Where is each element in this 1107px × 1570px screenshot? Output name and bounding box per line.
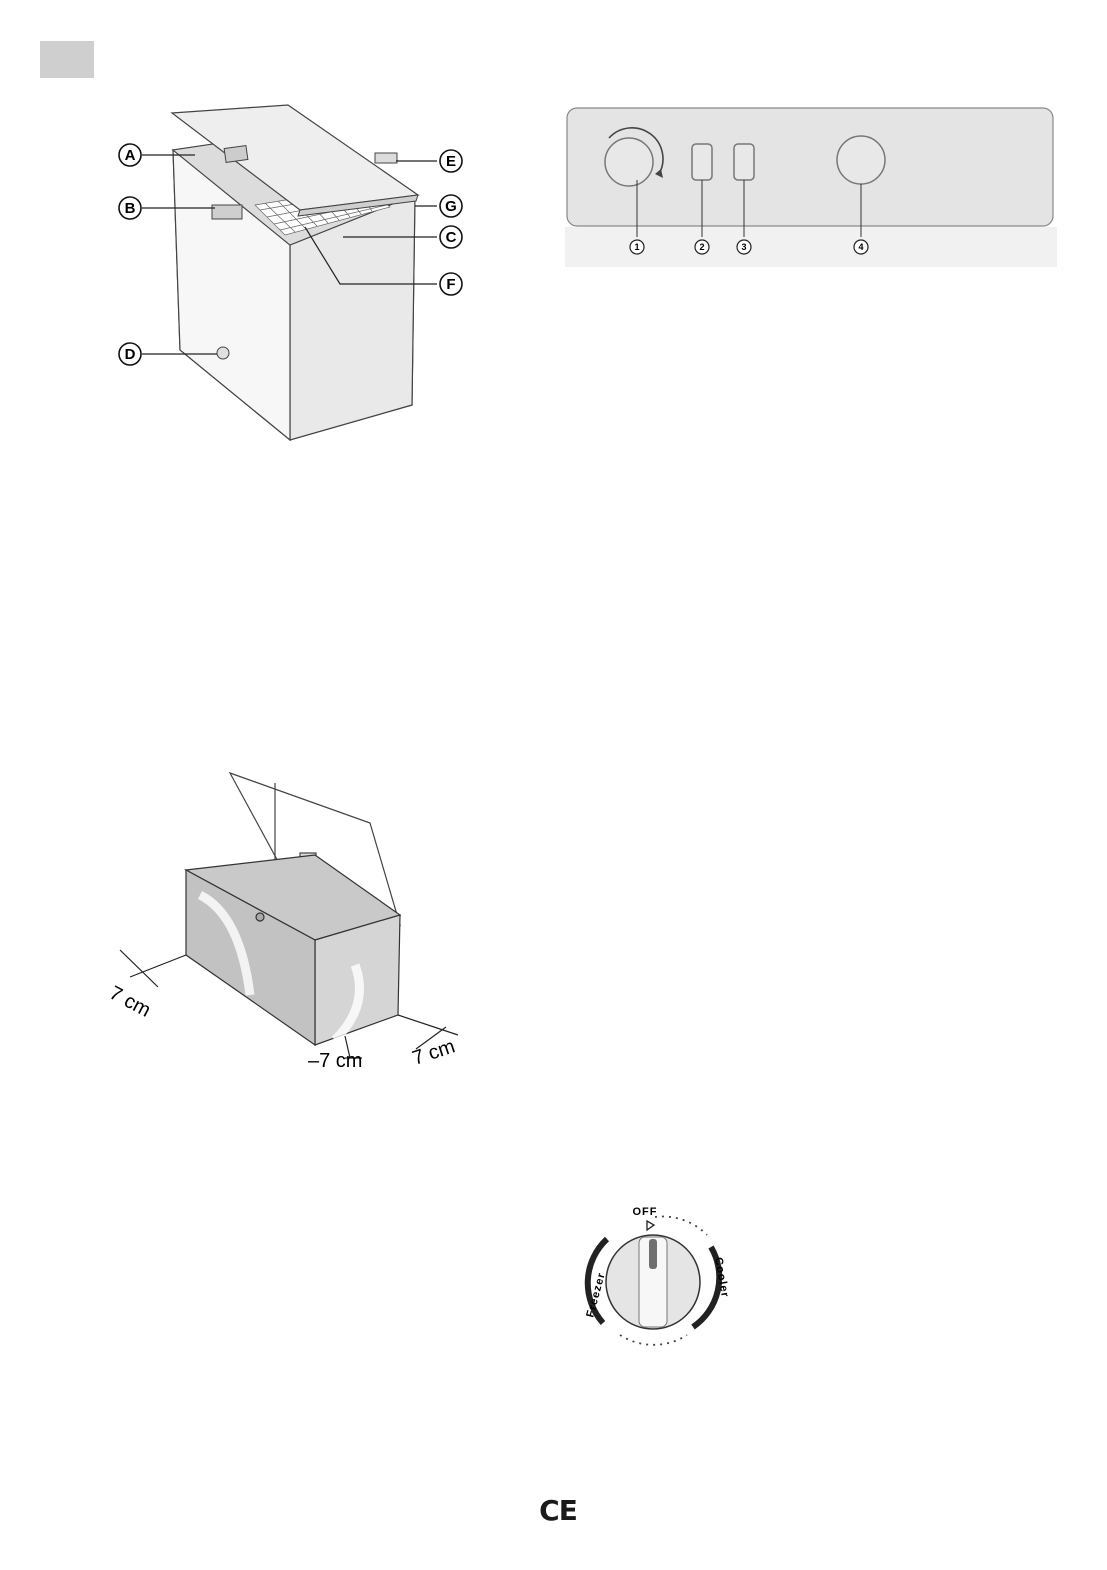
installation-clearance-diagram: 7 cm –7 cm 7 cm [100,765,480,1075]
panel-label-4: 4 [854,240,868,254]
fast-freeze-button [837,136,885,184]
panel-label-1: 1 [630,240,644,254]
clearance-front: –7 cm [308,1050,362,1072]
svg-text:B: B [125,200,136,217]
svg-text:E: E [446,153,456,170]
svg-text:F: F [446,276,455,293]
svg-text:A: A [125,147,136,164]
panel-label-3: 3 [737,240,751,254]
callout-a: A [119,144,141,166]
svg-text:G: G [445,198,457,215]
clearance-left: 7 cm [106,982,155,1022]
thermostat-knob-large [606,1235,700,1329]
callout-g: G [440,195,462,217]
indicator-light-2 [692,144,712,180]
ce-mark: CE [533,1494,583,1527]
svg-text:1: 1 [634,242,639,252]
thermostat-dial-diagram: OFF Freezer Cooler [565,1195,750,1355]
callout-d: D [119,343,141,365]
page-tab [40,41,94,78]
svg-text:2: 2 [699,242,704,252]
svg-text:C: C [446,229,457,246]
callout-f: F [440,273,462,295]
callout-c: C [440,226,462,248]
control-panel-diagram: 1 2 3 4 [565,102,1057,267]
panel-label-2: 2 [695,240,709,254]
dial-off-label: OFF [633,1206,658,1218]
freezer-parts-diagram: A B D E G C F [100,95,500,445]
callout-b: B [119,197,141,219]
svg-text:3: 3 [741,242,746,252]
callout-e: E [440,150,462,172]
clearance-right: 7 cm [410,1035,458,1069]
off-marker-icon [647,1221,654,1230]
svg-text:D: D [125,346,136,363]
svg-text:4: 4 [858,242,863,252]
indicator-light-3 [734,144,754,180]
